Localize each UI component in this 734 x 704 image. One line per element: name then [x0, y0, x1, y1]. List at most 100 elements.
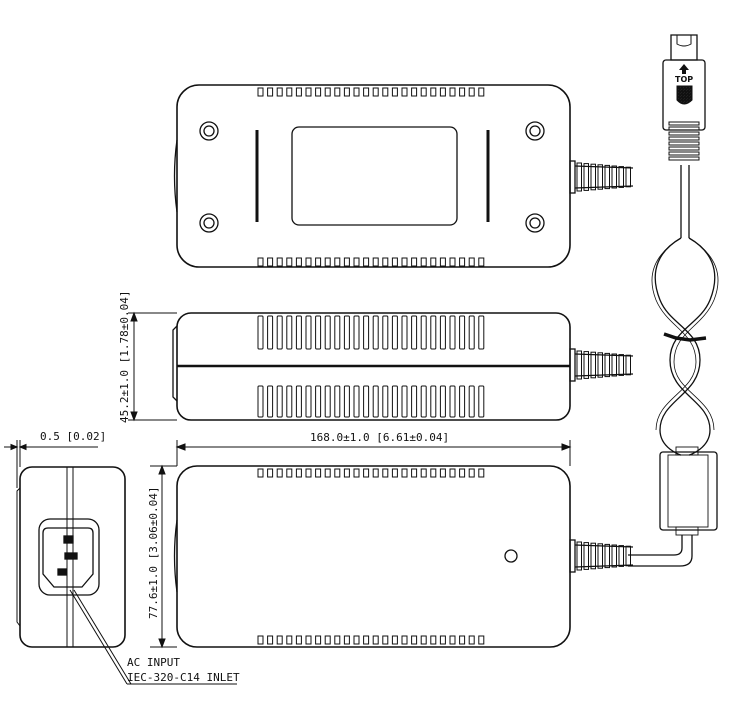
vent-slot — [257, 468, 264, 478]
vent-slot — [459, 468, 466, 478]
vent-slot — [468, 257, 475, 267]
vent-slot — [286, 257, 293, 267]
screw-top-left — [199, 121, 219, 141]
vent-slot — [295, 468, 302, 478]
vent-slot — [411, 635, 418, 645]
vent-slot — [353, 257, 360, 267]
end-view — [16, 466, 126, 648]
side-slot — [334, 315, 341, 350]
side-slot — [324, 385, 331, 418]
vent-slot — [315, 468, 322, 478]
side-slot — [295, 385, 302, 418]
vent-slot — [257, 87, 264, 97]
side-slot — [430, 315, 437, 350]
side-view-slots-upper — [257, 315, 485, 350]
vent-slot — [363, 635, 370, 645]
strain-relief-rib — [583, 163, 589, 191]
vent-slot — [430, 87, 437, 97]
vent-slot — [478, 257, 485, 267]
vent-slot — [315, 635, 322, 645]
connector-tip — [670, 34, 698, 61]
vent-slot — [353, 635, 360, 645]
strain-relief-rib — [611, 165, 617, 189]
vent-slot — [372, 257, 379, 267]
bottom-view — [173, 465, 634, 648]
side-slot — [334, 385, 341, 418]
strain-relief-rib — [576, 541, 582, 571]
vent-slot — [343, 635, 350, 645]
side-slot — [430, 385, 437, 418]
vent-slot — [334, 257, 341, 267]
strain-relief-edge — [574, 165, 634, 169]
vent-slot — [391, 87, 398, 97]
vent-slot — [267, 257, 274, 267]
ac-inlet-socket — [42, 527, 94, 588]
side-slot — [353, 385, 360, 418]
vent-slot — [334, 635, 341, 645]
strain-relief-rib — [611, 353, 617, 377]
width-dimension-label: 77.6±1.0 [3.06±0.04] — [147, 487, 160, 619]
connector-rib — [668, 151, 700, 156]
side-slot — [315, 385, 322, 418]
side-slot — [411, 385, 418, 418]
side-slot — [391, 385, 398, 418]
vent-slot — [324, 468, 331, 478]
side-slot — [267, 315, 274, 350]
strain-relief-rib — [590, 542, 596, 570]
strain-relief-rib — [583, 542, 589, 570]
ac-pin-top — [63, 535, 74, 544]
side-slot — [401, 315, 408, 350]
screw-bottom-left — [199, 213, 219, 233]
top-view-vents-upper — [257, 87, 485, 97]
vent-slot — [257, 257, 264, 267]
side-slot — [411, 315, 418, 350]
length-dimension — [175, 440, 572, 466]
height-dimension-label: 45.2±1.0 [1.78±0.04] — [118, 291, 131, 423]
side-slot — [267, 385, 274, 418]
side-slot — [401, 385, 408, 418]
vent-slot — [343, 87, 350, 97]
strain-relief-rib — [597, 352, 603, 378]
connector-rib — [668, 146, 700, 151]
vent-slot — [401, 257, 408, 267]
connector-rib — [668, 141, 700, 146]
vent-slot — [449, 635, 456, 645]
side-slot — [468, 385, 475, 418]
connector-rib — [668, 121, 700, 126]
side-slot — [449, 315, 456, 350]
vent-slot — [401, 635, 408, 645]
vent-slot — [382, 468, 389, 478]
strain-relief-collar — [569, 348, 576, 382]
vent-slot — [430, 468, 437, 478]
vent-slot — [363, 257, 370, 267]
vent-slot — [420, 635, 427, 645]
top-view — [173, 84, 634, 268]
side-slot — [343, 315, 350, 350]
vent-slot — [343, 468, 350, 478]
vent-slot — [382, 257, 389, 267]
side-slot — [295, 315, 302, 350]
vent-slot — [478, 87, 485, 97]
vent-slot — [430, 257, 437, 267]
vent-slot — [459, 257, 466, 267]
vent-slot — [267, 87, 274, 97]
vent-slot — [411, 257, 418, 267]
vent-slot — [372, 87, 379, 97]
strain-relief-edge — [574, 564, 634, 568]
screw-bottom-right — [525, 213, 545, 233]
ferrite-core — [659, 451, 718, 531]
vent-slot — [315, 87, 322, 97]
strain-relief-rib — [618, 354, 624, 376]
strain-relief-rib — [625, 166, 631, 188]
vent-slot — [478, 635, 485, 645]
side-slot — [382, 315, 389, 350]
bottom-view-vents-lower — [257, 635, 485, 645]
vent-slot — [468, 635, 475, 645]
side-view-foot — [172, 325, 178, 402]
strain-relief-edge — [574, 185, 634, 189]
vent-slot — [305, 635, 312, 645]
strain-relief-rib — [597, 164, 603, 190]
vent-slot — [353, 468, 360, 478]
bottom-view-body — [176, 465, 571, 648]
side-slot — [363, 315, 370, 350]
